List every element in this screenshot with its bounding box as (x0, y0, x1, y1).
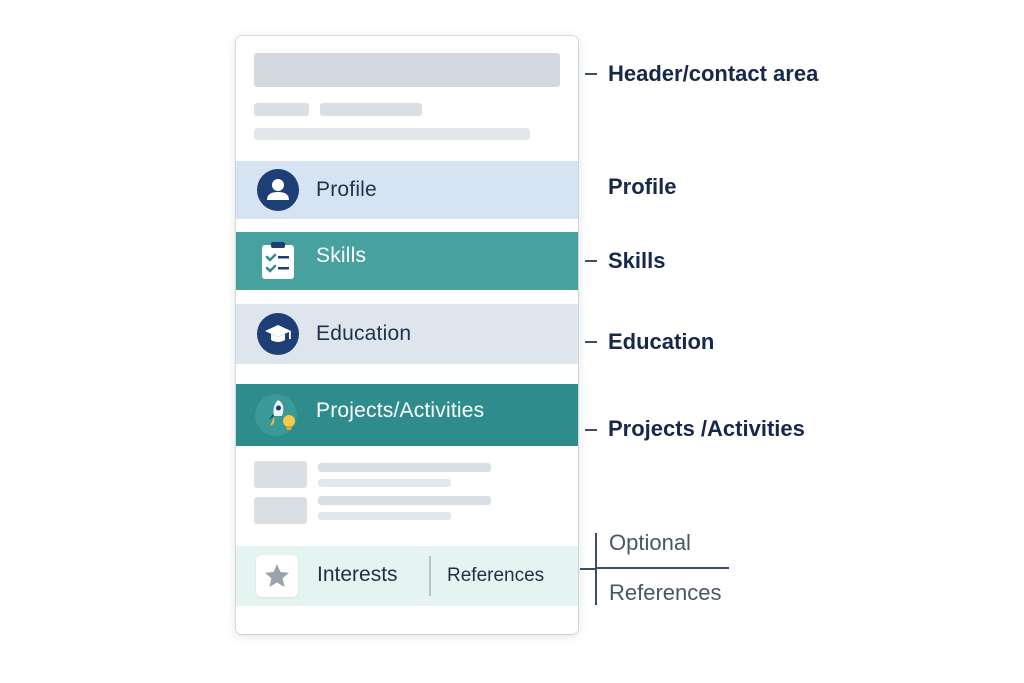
callout-optional: Optional (609, 530, 691, 555)
graduation-cap-icon (257, 313, 299, 355)
callout-references: References (609, 580, 722, 605)
callout-skills: Skills (608, 248, 666, 273)
callout-education: Education (608, 329, 715, 354)
star-icon (265, 564, 289, 587)
header-name-placeholder (254, 53, 560, 87)
callout-profile: Profile (608, 174, 677, 199)
callout-connector (585, 73, 597, 75)
optional-bracket-stub (580, 568, 596, 570)
projects-section: Projects/Activities (236, 384, 578, 446)
header-address-placeholder (254, 128, 530, 140)
education-section: Education (236, 304, 578, 364)
callout-connector (585, 260, 597, 262)
education-label: Education (316, 322, 412, 345)
checklist-clipboard-icon (257, 240, 299, 282)
skills-label: Skills (316, 244, 367, 267)
interests-icon-box (256, 555, 298, 597)
project-line-placeholder (318, 479, 451, 487)
profile-section: Profile (236, 161, 578, 219)
optional-divider-line (596, 567, 729, 569)
resume-card: Profile Skills Education (236, 36, 578, 634)
header-contact-placeholder (254, 103, 309, 116)
optional-section: Interests References (236, 546, 578, 606)
callout-connector (585, 429, 597, 431)
person-icon (257, 169, 299, 211)
project-line-placeholder (318, 496, 491, 505)
project-line-placeholder (318, 512, 451, 520)
interests-label: Interests (317, 563, 398, 586)
header-contact-placeholder (320, 103, 422, 116)
skills-section: Skills (236, 232, 578, 290)
callout-connector (585, 341, 597, 343)
references-label: References (447, 565, 545, 586)
project-line-placeholder (318, 463, 491, 472)
projects-label: Projects/Activities (316, 399, 485, 422)
profile-label: Profile (316, 178, 377, 201)
rocket-lightbulb-icon (254, 392, 302, 438)
callout-header: Header/contact area (608, 61, 819, 86)
optional-bracket (595, 533, 597, 605)
project-thumbnail-placeholder (254, 497, 307, 524)
callout-projects: Projects /Activities (608, 416, 805, 441)
project-thumbnail-placeholder (254, 461, 307, 488)
section-divider (429, 556, 431, 596)
